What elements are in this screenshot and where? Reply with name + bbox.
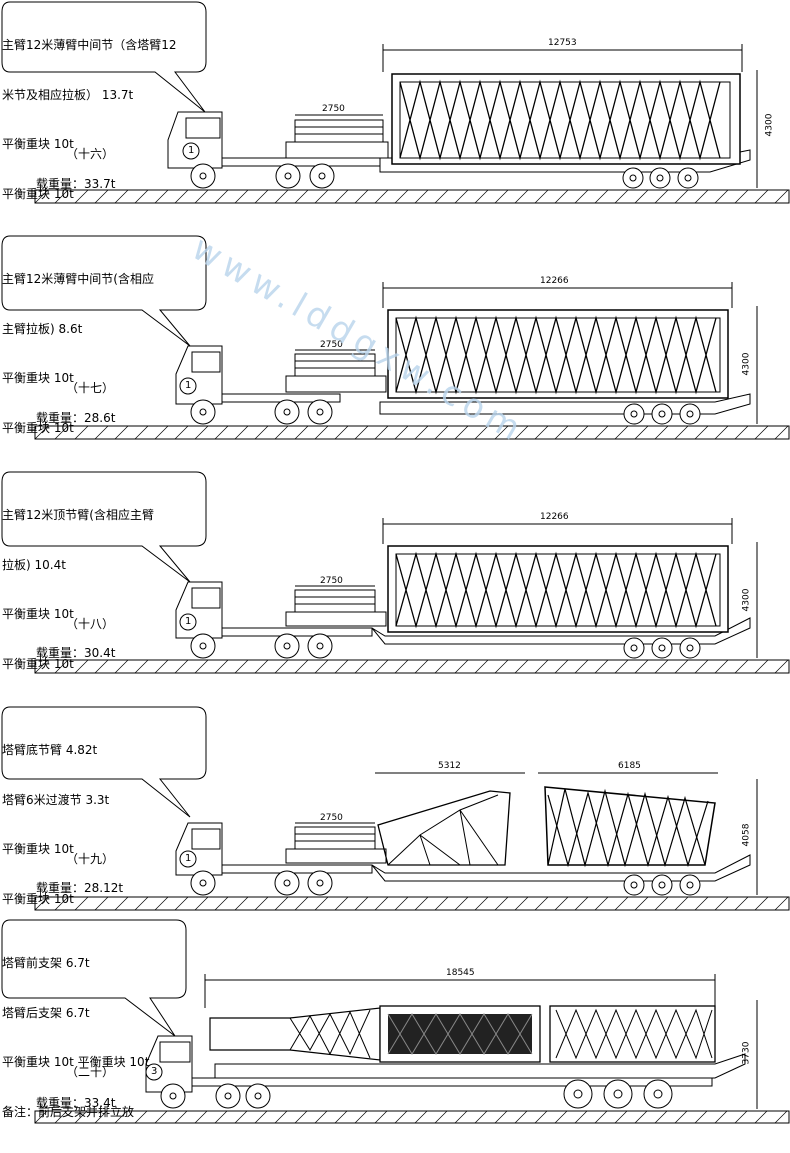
dim-block-width: 2750: [320, 813, 343, 823]
section-number: （十八）: [66, 617, 115, 631]
section-number: （十九）: [66, 852, 115, 866]
payload-label: 载重量：28.6t: [36, 411, 116, 425]
callout-line-2: 塔臂6米过渡节 3.3t: [2, 792, 110, 807]
section-number: （二十）: [66, 1065, 115, 1079]
truck-number: 1: [185, 853, 192, 864]
payload-label: 载重量：30.4t: [36, 646, 116, 660]
dim-height: 4300: [741, 352, 752, 376]
callout-line-4: 备注：前后支架并排立放: [2, 1104, 135, 1119]
callout-line-3: 平衡重块 10t: [2, 607, 74, 621]
cargo-callout: 主臂12米顶节臂(含相应主臂 拉板) 10.4t 平衡重块 10t 平衡重块 1…: [2, 474, 154, 705]
callout-line-4: 平衡重块 10t: [2, 891, 74, 906]
transport-section-19: 塔臂底节臂 4.82t 塔臂6米过渡节 3.3t 平衡重块 10t 平衡重块 1…: [0, 705, 790, 917]
truck-number: 1: [188, 145, 195, 156]
transport-drawing-20: [1, 919, 790, 1124]
callout-line-3: 平衡重块 10t: [2, 842, 74, 856]
dim-length-transition: 6185: [618, 761, 641, 771]
cargo-callout: 主臂12米薄臂中间节（含塔臂12 米节及相应拉板） 13.7t 平衡重块 10t…: [2, 4, 177, 235]
callout-line-1: 主臂12米薄臂中间节（含塔臂12: [2, 38, 177, 52]
callout-line-1: 塔臂底节臂 4.82t: [2, 743, 98, 757]
truck-number: 1: [185, 380, 192, 391]
transport-section-16: 主臂12米薄臂中间节（含塔臂12 米节及相应拉板） 13.7t 平衡重块 10t…: [0, 0, 790, 222]
dim-block-width: 2750: [320, 340, 343, 350]
callout-line-2: 主臂拉板) 8.6t: [2, 321, 83, 336]
payload-label: 载重量：28.12t: [36, 881, 124, 895]
callout-line-3: 平衡重块 10t: [2, 137, 74, 151]
truck-number: 3: [151, 1066, 158, 1077]
transport-drawing-17: [1, 235, 790, 440]
callout-line-4: 平衡重块 10t: [2, 656, 74, 671]
callout-line-1: 塔臂前支架 6.7t: [2, 956, 90, 970]
dim-height: 3730: [741, 1041, 752, 1065]
callout-line-4: 平衡重块 10t: [2, 186, 74, 201]
transport-drawing-18: [1, 471, 790, 674]
transport-drawing-16: [1, 1, 790, 204]
dim-length: 12753: [548, 38, 577, 48]
callout-line-2: 拉板) 10.4t: [2, 557, 66, 572]
callout-line-4: 平衡重块 10t: [2, 420, 74, 435]
dim-block-width: 2750: [320, 576, 343, 586]
dim-length-base: 5312: [438, 761, 461, 771]
cargo-callout: 塔臂底节臂 4.82t 塔臂6米过渡节 3.3t 平衡重块 10t 平衡重块 1…: [2, 709, 109, 940]
section-number: （十七）: [66, 381, 115, 395]
dim-height: 4300: [764, 113, 775, 137]
callout-line-2: 米节及相应拉板） 13.7t: [2, 87, 134, 102]
dim-length: 18545: [446, 968, 475, 978]
transport-section-20: 塔臂前支架 6.7t 塔臂后支架 6.7t 平衡重块 10t 平衡重块 10t …: [0, 918, 790, 1124]
dim-length: 12266: [540, 276, 569, 286]
callout-line-3: 平衡重块 10t 平衡重块 10t: [2, 1055, 150, 1069]
callout-line-3: 平衡重块 10t: [2, 371, 74, 385]
transport-drawing-19: [1, 706, 790, 911]
truck-number: 1: [185, 616, 192, 627]
callout-line-1: 主臂12米顶节臂(含相应主臂: [2, 508, 154, 522]
dim-height: 4058: [741, 823, 752, 847]
payload-label: 载重量：33.4t: [36, 1096, 116, 1110]
dim-length: 12266: [540, 512, 569, 522]
transport-section-17: 主臂12米薄臂中间节(含相应 主臂拉板) 8.6t 平衡重块 10t 平衡重块 …: [0, 234, 790, 456]
callout-line-2: 塔臂后支架 6.7t: [2, 1005, 90, 1020]
dim-block-width: 2750: [322, 104, 345, 114]
section-number: （十六）: [66, 147, 115, 161]
cargo-callout: 塔臂前支架 6.7t 塔臂后支架 6.7t 平衡重块 10t 平衡重块 10t …: [2, 922, 149, 1153]
dim-height: 4300: [741, 588, 752, 612]
cargo-callout: 主臂12米薄臂中间节(含相应 主臂拉板) 8.6t 平衡重块 10t 平衡重块 …: [2, 238, 154, 469]
callout-line-1: 主臂12米薄臂中间节(含相应: [2, 272, 154, 286]
payload-label: 载重量：33.7t: [36, 177, 116, 191]
transport-section-18: 主臂12米顶节臂(含相应主臂 拉板) 10.4t 平衡重块 10t 平衡重块 1…: [0, 470, 790, 692]
